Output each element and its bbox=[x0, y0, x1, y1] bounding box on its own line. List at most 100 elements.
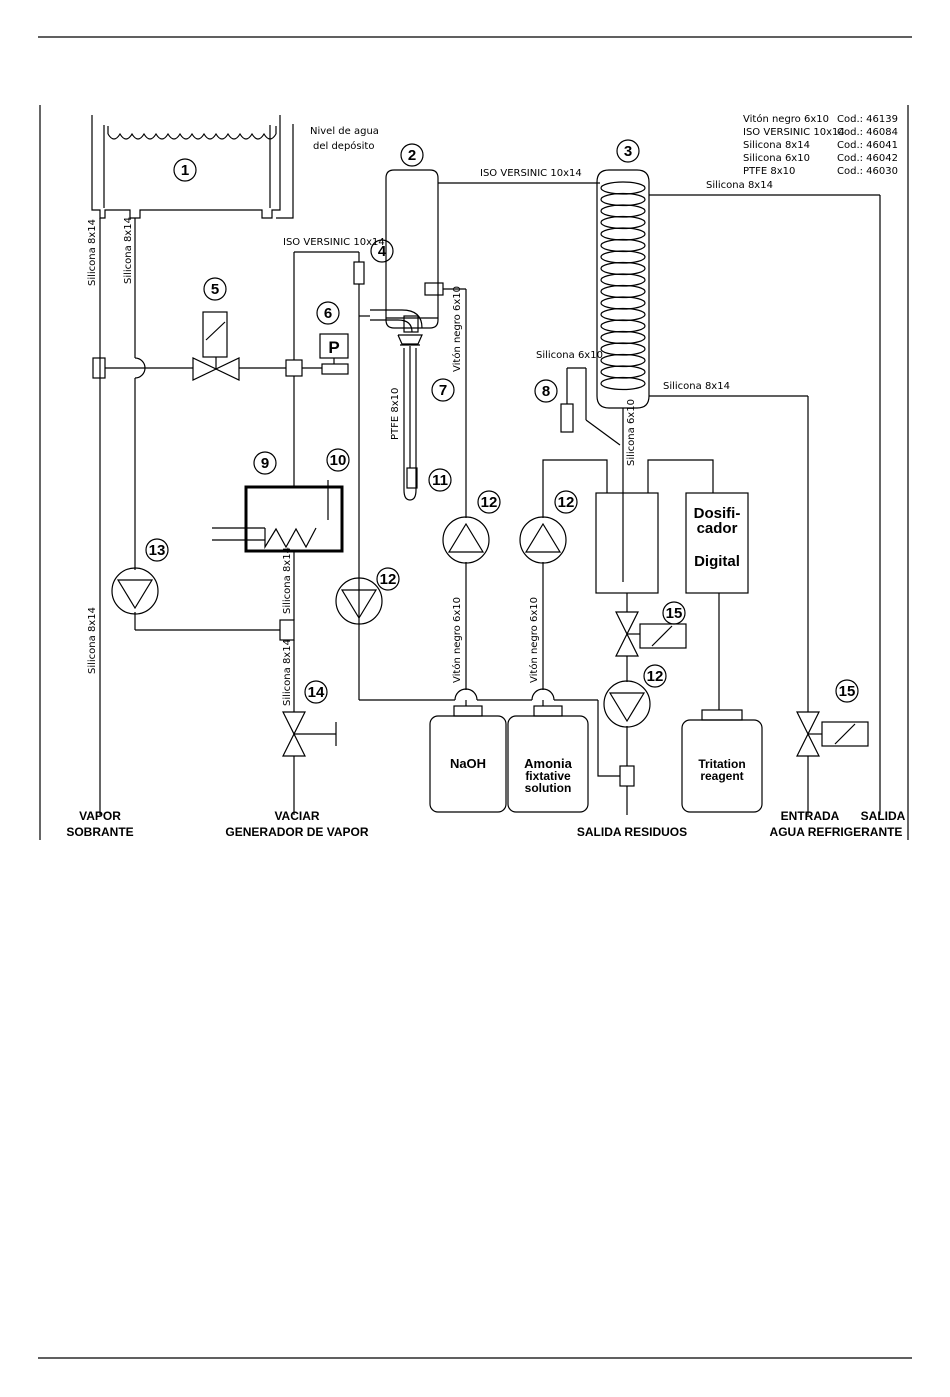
component-number: 7 bbox=[439, 382, 447, 399]
component-number: 15 bbox=[839, 683, 856, 700]
connector-4 bbox=[353, 261, 365, 285]
component-number: 12 bbox=[481, 494, 498, 511]
component-number: 12 bbox=[647, 668, 664, 685]
condenser bbox=[596, 169, 650, 582]
tritation-label: reagent bbox=[700, 769, 743, 783]
condenser-coil bbox=[600, 227, 646, 241]
pipe-label: Silicona 8x14 bbox=[706, 180, 773, 191]
pipe-legend: Vitón negro 6x10 Cod.: 46139 ISO VERSINI… bbox=[743, 113, 898, 177]
pressure-switch-label: P bbox=[328, 338, 339, 357]
outlet-label: SALIDA bbox=[861, 809, 906, 823]
component-number: 13 bbox=[149, 542, 166, 559]
pump-12-b bbox=[442, 516, 490, 564]
pump-13 bbox=[111, 567, 159, 615]
condenser-coil bbox=[600, 319, 646, 333]
pipe-label: Silicona 8x14 bbox=[123, 217, 134, 284]
component-number: 6 bbox=[324, 305, 332, 322]
component-number: 9 bbox=[261, 455, 269, 472]
amonia-label: fixtative bbox=[525, 769, 571, 783]
legend-name: Silicona 8x14 bbox=[743, 140, 810, 151]
condenser-coil bbox=[600, 284, 646, 299]
pipe-label: Silicona 6x10 bbox=[626, 399, 637, 466]
legend-code: Cod.: 46084 bbox=[837, 127, 898, 138]
pipe-label: Silicona 8x14 bbox=[663, 381, 730, 392]
condenser-coil bbox=[600, 376, 646, 391]
component-number: 3 bbox=[624, 143, 632, 160]
component-number: 11 bbox=[432, 472, 448, 489]
component-number: 15 bbox=[666, 605, 683, 622]
naoh-bottle bbox=[429, 705, 507, 813]
condenser-coil bbox=[600, 296, 646, 310]
outlet-label: VAPOR bbox=[79, 809, 121, 823]
condenser-coil bbox=[600, 238, 646, 253]
condenser-coil bbox=[600, 307, 646, 322]
water-tank bbox=[91, 115, 294, 219]
legend-name: ISO VERSINIC 10x14 bbox=[743, 127, 845, 138]
condenser-coil bbox=[600, 215, 646, 230]
condenser-coil bbox=[600, 192, 646, 207]
dosificador-label: cador bbox=[697, 520, 738, 537]
pipe-label: Vitón negro 6x10 bbox=[451, 597, 463, 683]
sensor-8 bbox=[560, 403, 574, 433]
condenser-coil bbox=[600, 273, 646, 287]
pipe-label: Silicona 8x14 bbox=[282, 547, 293, 614]
legend-code: Cod.: 46041 bbox=[837, 140, 898, 151]
outlet-label: ENTRADA bbox=[781, 809, 840, 823]
condenser-coil bbox=[600, 181, 646, 195]
outlet-label: GENERADOR DE VAPOR bbox=[225, 825, 368, 839]
tritation-bottle bbox=[681, 709, 763, 813]
dosificador-box bbox=[685, 492, 749, 594]
outlet-label: SOBRANTE bbox=[66, 825, 133, 839]
condenser-coil bbox=[600, 250, 646, 264]
legend-name: Silicona 6x10 bbox=[743, 153, 810, 164]
component-number: 4 bbox=[378, 243, 387, 260]
component-number: 12 bbox=[380, 571, 397, 588]
pump-12-a bbox=[335, 577, 383, 625]
cooling-valve-15 bbox=[796, 711, 869, 757]
condenser-coil bbox=[600, 204, 646, 218]
legend-name: Vitón negro 6x10 bbox=[743, 113, 829, 125]
condenser-coil bbox=[600, 365, 646, 379]
component-number: 14 bbox=[308, 684, 325, 701]
solenoid-valve-5 bbox=[192, 311, 240, 381]
component-number: 8 bbox=[542, 383, 550, 400]
component-number: 2 bbox=[408, 147, 416, 164]
component-number: 1 bbox=[181, 162, 189, 179]
amonia-label: solution bbox=[525, 781, 572, 795]
pipe-label: PTFE 8x10 bbox=[390, 388, 401, 440]
drain-valve-14 bbox=[282, 711, 337, 757]
dosificador-label: Dosifi- bbox=[694, 505, 741, 522]
pipe-label: Vitón negro 6x10 bbox=[528, 597, 540, 683]
component-number: 10 bbox=[330, 452, 347, 469]
pipe-label: Silicona 8x14 bbox=[87, 219, 98, 286]
naoh-label: NaOH bbox=[450, 756, 486, 771]
pump-12-c bbox=[519, 516, 567, 564]
legend-code: Cod.: 46139 bbox=[837, 114, 898, 125]
legend-name: PTFE 8x10 bbox=[743, 166, 795, 177]
pipe-label: Silicona 8x14 bbox=[282, 639, 293, 706]
outlet-label: AGUA REFRIGERANTE bbox=[770, 825, 903, 839]
pipe-label: Vitón negro 6x10 bbox=[451, 286, 463, 372]
tritation-label: Tritation bbox=[698, 757, 745, 771]
distillation-unit bbox=[370, 169, 467, 518]
condenser-coil bbox=[600, 342, 646, 356]
pump-12-d bbox=[603, 680, 651, 728]
legend-code: Cod.: 46030 bbox=[837, 166, 898, 177]
component-number: 5 bbox=[211, 281, 219, 298]
pipe-label: ISO VERSINIC 10x14 bbox=[480, 168, 582, 179]
dosificador-label: Digital bbox=[694, 553, 740, 570]
outlet-label: SALIDA RESIDUOS bbox=[577, 825, 687, 839]
pipe-label: ISO VERSINIC 10x14 bbox=[283, 237, 385, 248]
pipe-label: Silicona 8x14 bbox=[87, 607, 98, 674]
water-level-label: del depósito bbox=[313, 140, 374, 152]
condenser-coil bbox=[600, 261, 646, 276]
condenser-coil bbox=[600, 330, 646, 345]
legend-code: Cod.: 46042 bbox=[837, 153, 898, 164]
outlet-label: VACIAR bbox=[274, 809, 319, 823]
component-number: 12 bbox=[558, 494, 575, 511]
titration-vessel bbox=[595, 492, 659, 594]
amonia-label: Amonia bbox=[524, 756, 572, 771]
water-level-label: Nivel de agua bbox=[310, 126, 379, 137]
pipe-label: Silicona 6x10 bbox=[536, 350, 603, 361]
